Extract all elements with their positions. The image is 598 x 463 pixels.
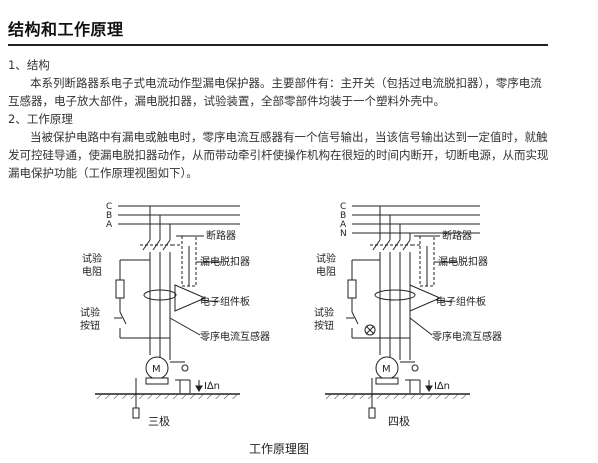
left-poles-label: 三极 (148, 414, 170, 428)
right-phase-a: A (340, 220, 347, 230)
left-electronic-board-label: 电子组件板 (200, 295, 250, 308)
right-leak-current-label: I∆n (434, 381, 450, 392)
section-title: 结构和工作原理 (8, 20, 124, 39)
left-phase-c: C (106, 202, 112, 212)
four-pole-diagram (325, 205, 480, 419)
left-test-resistor-label-1: 试验 (82, 252, 102, 265)
right-poles-label: 四极 (388, 414, 410, 428)
structure-section: 1、结构 本系列断路器系电子式电流动作型漏电保护器。主要部件有：主开关（包括过电… (8, 56, 553, 110)
principle-section: 2、工作原理 当被保护电路中有漏电或触电时，零序电流互感器有一个信号输出，当该信… (8, 110, 553, 182)
structure-text: 本系列断路器系电子式电流动作型漏电保护器。主要部件有：主开关（包括过电流脱扣器）… (8, 76, 542, 108)
right-breaker-label: 断路器 (442, 229, 472, 242)
title-divider (8, 44, 548, 46)
three-pole-diagram (95, 205, 240, 419)
right-phase-n: N (340, 229, 347, 239)
right-phase-c: C (340, 202, 346, 212)
left-test-resistor-label-2: 电阻 (82, 265, 102, 278)
right-test-button-label-2: 按钮 (314, 319, 334, 332)
left-leak-current-label: I∆n (204, 381, 220, 392)
structure-heading: 1、结构 (8, 58, 50, 72)
left-phase-b: B (106, 211, 112, 221)
left-ct-label: 零序电流互感器 (200, 330, 270, 343)
right-phase-b: B (340, 211, 346, 221)
right-test-resistor-label-2: 电阻 (316, 265, 336, 278)
left-motor-label: M (152, 364, 161, 375)
left-test-button-label-2: 按钮 (80, 319, 100, 332)
left-breaker-label: 断路器 (206, 229, 236, 242)
principle-heading: 2、工作原理 (8, 112, 73, 126)
right-test-button-label-1: 试验 (314, 306, 334, 319)
diagram-caption: 工作原理图 (248, 442, 309, 456)
left-test-button-label-1: 试验 (80, 306, 100, 319)
left-leakage-release-label: 漏电脱扣器 (200, 255, 250, 268)
principle-text: 当被保护电路中有漏电或触电时，零序电流互感器有一个信号输出，当该信号输出达到一定… (8, 130, 549, 180)
right-ct-label: 零序电流互感器 (432, 330, 502, 343)
working-principle-diagram: C B A 断路器 漏电脱扣器 电子组件板 零序电流互感器 试验 电阻 试验 按… (80, 202, 502, 428)
right-test-resistor-label-1: 试验 (316, 252, 336, 265)
right-leakage-release-label: 漏电脱扣器 (438, 255, 488, 268)
left-phase-a: A (106, 220, 113, 230)
right-motor-label: M (382, 364, 391, 375)
right-electronic-board-label: 电子组件板 (436, 295, 486, 308)
